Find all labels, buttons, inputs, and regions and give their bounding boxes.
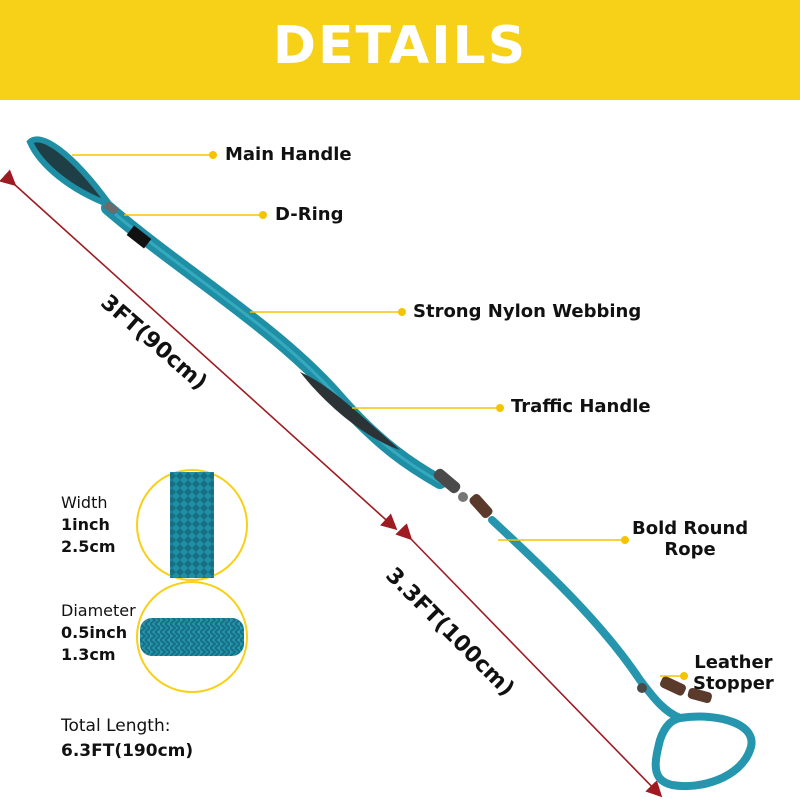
callout-rope-line1: Bold Round — [632, 518, 749, 539]
callout-dot-webbing — [398, 308, 406, 316]
dimension-arrow-lower — [395, 523, 663, 798]
spec-total-value: 6.3FT(190cm) — [61, 741, 194, 761]
callout-d-ring: D-Ring — [275, 204, 344, 225]
leather-stopper-shape — [659, 676, 687, 696]
round-rope-shape — [488, 516, 684, 722]
callout-webbing: Strong Nylon Webbing — [413, 301, 642, 322]
callout-rope: Bold Round Rope — [632, 518, 748, 560]
d-ring-shape — [103, 201, 119, 215]
header-banner — [0, 0, 800, 100]
callout-stopper-line2: Stopper — [693, 673, 774, 694]
clip-hardware — [433, 468, 461, 494]
spec-width-label: Width — [61, 493, 108, 512]
callout-dot-main-handle — [209, 151, 217, 159]
callout-dot-rope — [621, 536, 629, 544]
spec-width-value-inch: 1inch — [61, 515, 110, 534]
page-title: DETAILS — [272, 16, 528, 76]
spec-diameter-value-cm: 1.3cm — [61, 645, 116, 664]
traffic-handle-shape — [300, 372, 400, 450]
spec-diameter: Diameter 0.5inch 1.3cm — [61, 600, 136, 666]
main-handle-shape — [26, 136, 119, 212]
webbing-swatch — [170, 472, 214, 578]
spec-width: Width 1inch 2.5cm — [61, 492, 116, 558]
dimension-arrow-upper — [0, 169, 398, 531]
callout-stopper: Leather Stopper — [693, 652, 774, 694]
callout-dot-traffic-handle — [496, 404, 504, 412]
brand-tag — [126, 225, 152, 249]
rope-swatch — [140, 618, 244, 656]
callout-dot-stopper — [680, 672, 688, 680]
spec-width-value-cm: 2.5cm — [61, 537, 116, 556]
callout-traffic-handle: Traffic Handle — [511, 396, 651, 417]
spec-total-length: Total Length: 6.3FT(190cm) — [61, 714, 193, 764]
callout-stopper-line1: Leather — [694, 652, 773, 673]
rope-loop-shape — [651, 712, 756, 790]
callout-rope-line2: Rope — [664, 539, 716, 560]
callout-dot-d-ring — [259, 211, 267, 219]
callout-main-handle: Main Handle — [225, 144, 352, 165]
spec-total-label: Total Length: — [61, 716, 171, 736]
spec-diameter-value-inch: 0.5inch — [61, 623, 128, 642]
spec-diameter-label: Diameter — [61, 601, 136, 620]
